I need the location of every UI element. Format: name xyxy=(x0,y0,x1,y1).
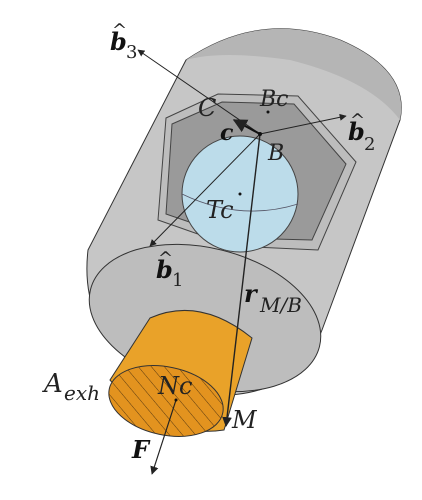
force-vector xyxy=(150,399,177,475)
point-nc xyxy=(174,398,178,402)
label-b1: b ^ 1 xyxy=(156,248,183,291)
svg-text:^: ^ xyxy=(350,110,365,131)
cylinder-top-cap xyxy=(186,28,402,120)
point-bc xyxy=(266,110,270,114)
label-f-vector: F xyxy=(131,435,151,464)
label-a-exh: A exh xyxy=(42,369,100,405)
svg-text:b: b xyxy=(156,255,173,284)
svg-text:exh: exh xyxy=(64,381,100,405)
r-mb-vector xyxy=(222,133,261,427)
label-c-vector: c xyxy=(220,120,234,146)
svg-text:3: 3 xyxy=(126,42,137,63)
svg-text:2: 2 xyxy=(364,134,375,155)
svg-text:^: ^ xyxy=(112,20,127,41)
label-bc: Bc xyxy=(259,87,289,112)
svg-text:A: A xyxy=(42,369,63,399)
label-m-point: M xyxy=(231,406,258,434)
c-vector xyxy=(232,119,261,135)
b1-axis xyxy=(149,133,261,247)
label-b2: b ^ 2 xyxy=(348,110,375,155)
svg-text:r: r xyxy=(244,279,259,308)
b2-axis xyxy=(259,113,347,135)
point-tc xyxy=(238,192,242,196)
label-nc: Nc xyxy=(157,372,192,400)
svg-text:1: 1 xyxy=(172,270,183,291)
label-r-mb: r M/B xyxy=(244,279,302,317)
svg-text:b: b xyxy=(110,27,127,56)
point-b xyxy=(258,132,262,136)
svg-text:b: b xyxy=(348,117,365,146)
svg-text:^: ^ xyxy=(158,248,173,269)
svg-text:M/B: M/B xyxy=(259,293,302,317)
label-b3: b ^ 3 xyxy=(110,20,137,63)
label-tc: Tc xyxy=(206,196,234,224)
label-b-point: B xyxy=(267,141,284,166)
label-c-point: C xyxy=(198,94,216,122)
